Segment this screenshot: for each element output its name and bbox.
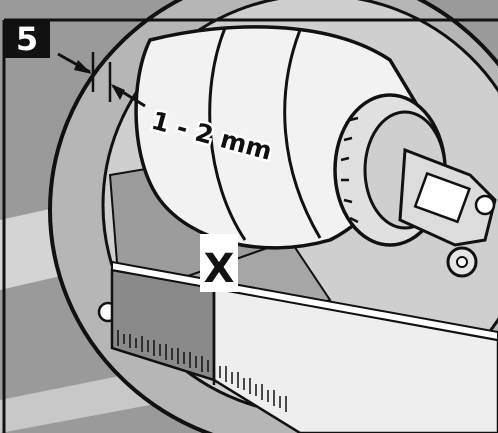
connector-pin-block <box>413 171 472 224</box>
gap-arrowhead-left <box>74 60 92 74</box>
marker-label: X <box>204 246 235 292</box>
step-number-badge <box>4 20 50 58</box>
housing-seam-2 <box>283 29 322 239</box>
connector-latch-hole <box>456 256 468 268</box>
gap-arrowhead-right <box>111 84 125 100</box>
marker-box <box>200 234 238 292</box>
step-number-label: 5 <box>16 20 38 58</box>
connector-side-ring <box>474 194 496 216</box>
collar-ribs <box>340 116 359 224</box>
panel-frame <box>2 18 498 433</box>
housing-seam-1 <box>208 27 247 241</box>
